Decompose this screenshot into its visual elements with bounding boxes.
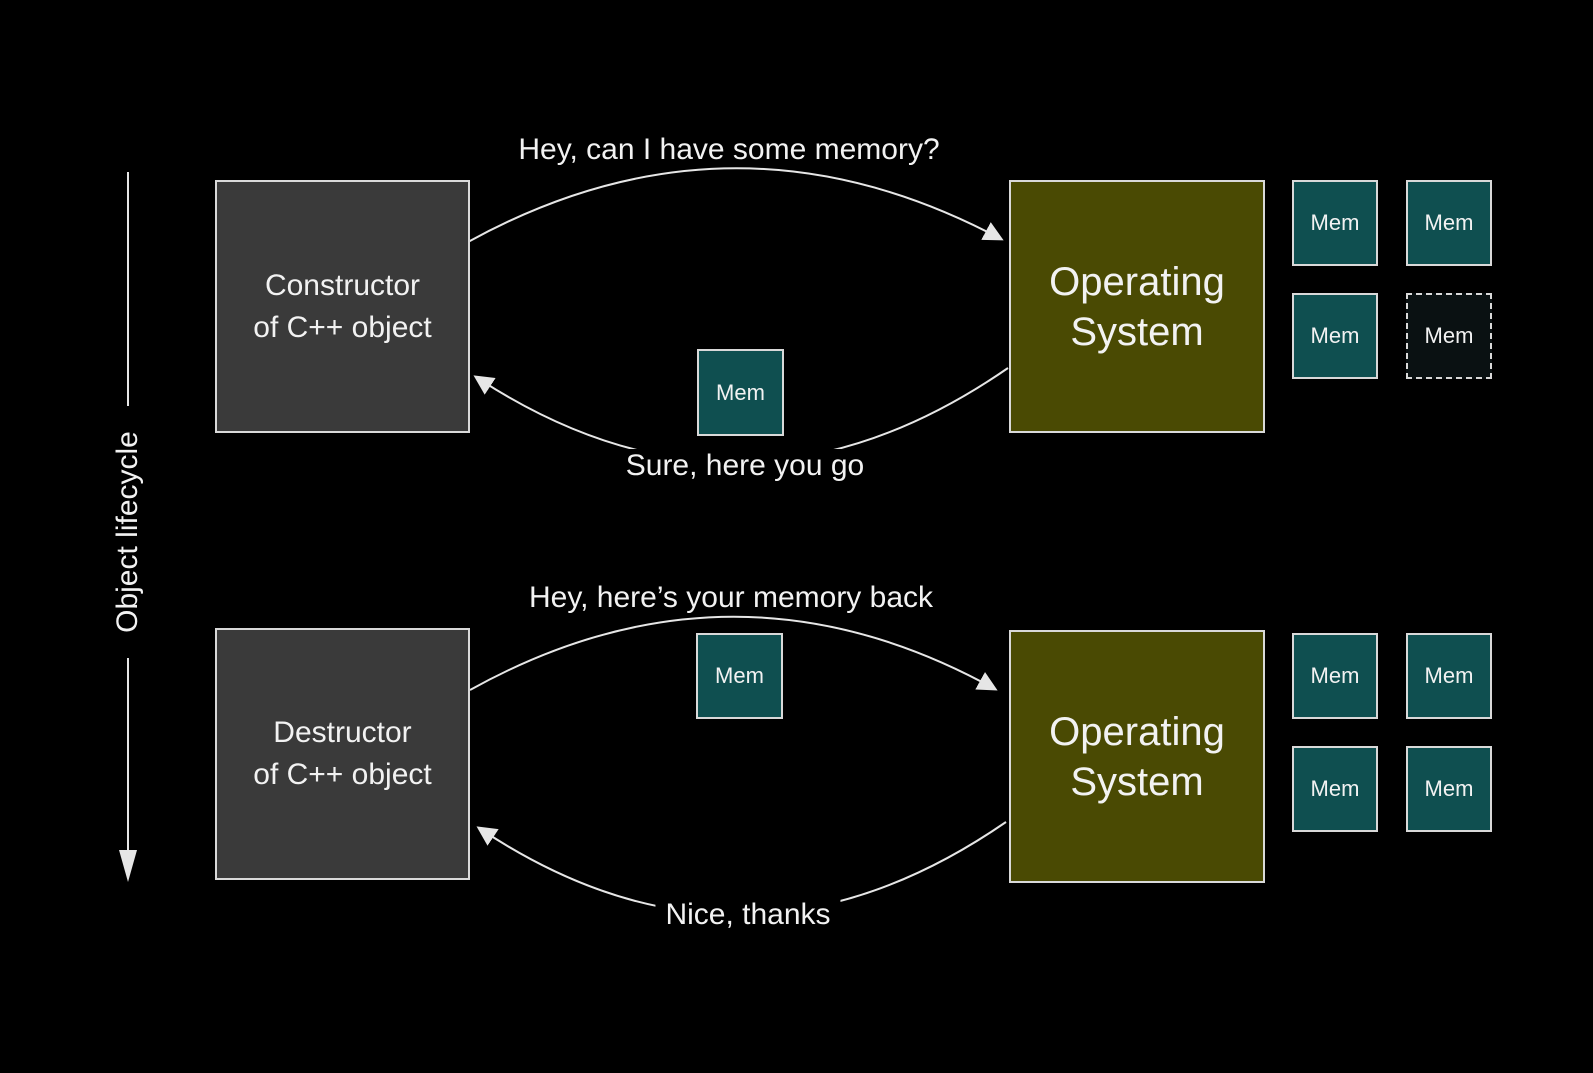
mem-block-given-away: Mem bbox=[1406, 293, 1492, 379]
destructor-box: Destructor of C++ object bbox=[215, 628, 470, 880]
mem-block: Mem bbox=[1292, 293, 1378, 379]
mem-block-in-transit: Mem bbox=[696, 633, 783, 719]
mem-block: Mem bbox=[1292, 180, 1378, 266]
mem-block-in-transit: Mem bbox=[697, 349, 784, 436]
mem-block: Mem bbox=[1406, 180, 1492, 266]
request-memory-text: Hey, can I have some memory? bbox=[518, 133, 940, 166]
lifecycle-axis-arrowhead bbox=[119, 850, 137, 882]
arrow-request-memory bbox=[467, 167, 1004, 243]
arrow-return-memory bbox=[469, 615, 998, 691]
lifecycle-axis-label: Object lifecycle bbox=[111, 431, 144, 633]
return-memory-text: Hey, here’s your memory back bbox=[528, 581, 934, 614]
mem-block: Mem bbox=[1292, 633, 1378, 719]
constructor-box: Constructor of C++ object bbox=[215, 180, 470, 433]
os-box-destruction: Operating System bbox=[1009, 630, 1265, 883]
mem-block: Mem bbox=[1292, 746, 1378, 832]
thanks-text: Nice, thanks bbox=[655, 898, 841, 932]
mem-block: Mem bbox=[1406, 746, 1492, 832]
os-box-construction: Operating System bbox=[1009, 180, 1265, 433]
mem-block: Mem bbox=[1406, 633, 1492, 719]
grant-memory-text: Sure, here you go bbox=[615, 449, 875, 483]
